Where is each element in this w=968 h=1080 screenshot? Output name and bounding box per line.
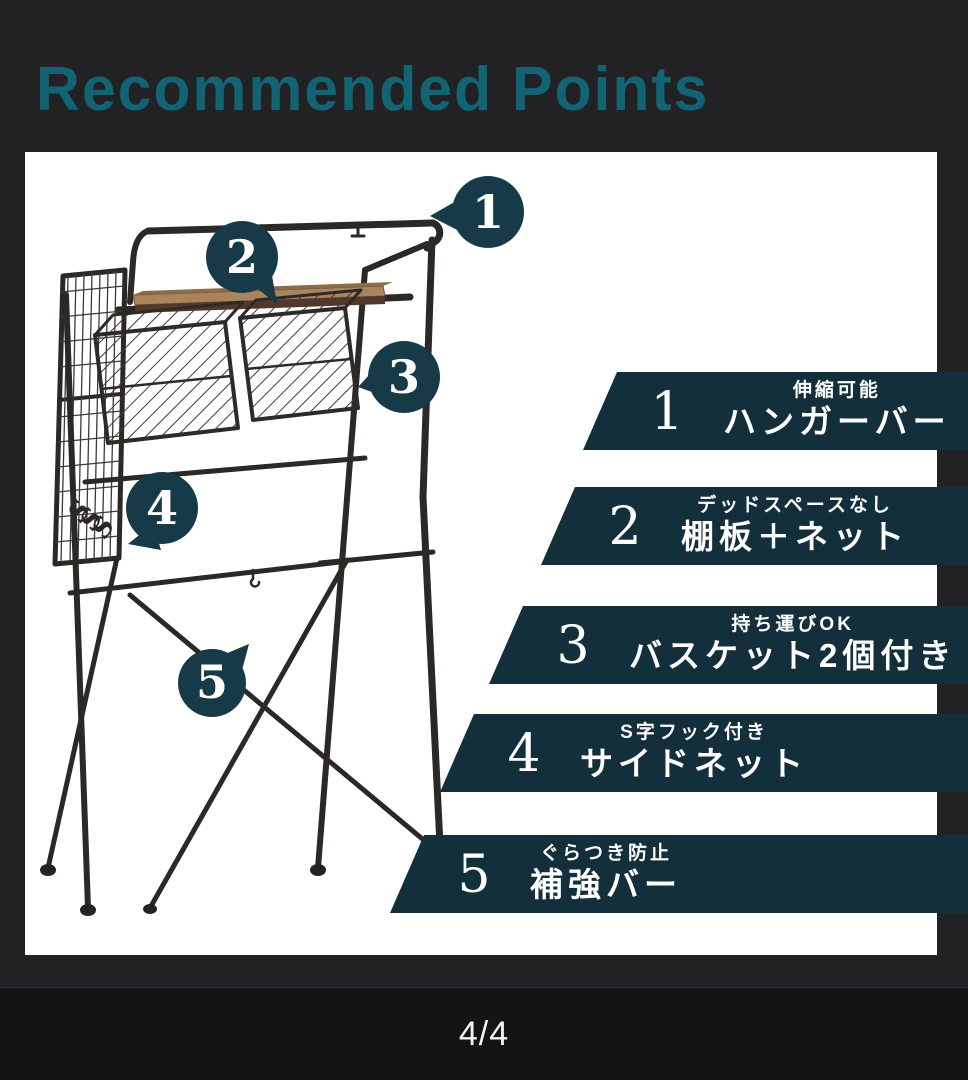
wire-basket-1 xyxy=(93,300,245,445)
callout-bubble-3: 3 xyxy=(358,341,440,413)
feature-banner-2: 2 デッドスペースなし 棚板＋ネット xyxy=(541,487,968,565)
feature-label: サイドネット xyxy=(580,745,808,783)
hanger-bar xyxy=(127,219,444,305)
feature-number: 3 xyxy=(556,616,590,676)
feature-number: 1 xyxy=(650,382,684,442)
feature-tagline: デッドスペースなし xyxy=(697,495,893,517)
page-title: Recommended Points xyxy=(36,55,710,124)
feature-label: 棚板＋ネット xyxy=(681,518,909,556)
feature-banner-4: 4 S字フック付き サイドネット xyxy=(440,714,968,792)
pagination-text: 4/4 xyxy=(458,1014,510,1053)
svg-text:2: 2 xyxy=(226,230,258,284)
svg-text:5: 5 xyxy=(196,655,228,709)
callout-bubble-1: 1 xyxy=(430,176,524,248)
callout-bubbles: 1 2 3 4 5 xyxy=(126,176,524,717)
wire-basket-2 xyxy=(238,288,363,422)
frame-legs xyxy=(45,292,120,911)
feature-label: バスケット2個付き xyxy=(629,637,957,675)
feature-tagline: 伸縮可能 xyxy=(792,380,881,402)
callout-bubble-2: 2 xyxy=(206,221,278,304)
feature-number: 2 xyxy=(608,497,642,557)
svg-text:4: 4 xyxy=(146,481,178,535)
feature-banner-5: 5 ぐらつき防止 補強バー xyxy=(390,835,968,913)
svg-text:3: 3 xyxy=(388,350,420,404)
feature-banner-1: 1 伸縮可能 ハンガーバー xyxy=(583,372,968,450)
callout-bubble-5: 5 xyxy=(178,644,249,717)
feature-tagline: ぐらつき防止 xyxy=(539,843,672,865)
rack-illustration-svg: S S S 1 2 3 4 5 xyxy=(40,176,524,916)
feature-number: 4 xyxy=(507,724,541,784)
feature-label: ハンガーバー xyxy=(723,403,951,441)
callout-bubble-4: 4 xyxy=(126,472,198,550)
feature-tagline: S字フック付き xyxy=(620,722,768,744)
feature-number: 5 xyxy=(457,845,491,905)
pagination-bar: 4/4 xyxy=(0,987,968,1080)
feature-banner-3: 3 持ち運びOK バスケット2個付き xyxy=(489,606,968,684)
reinforcement-bars xyxy=(127,557,441,911)
svg-text:1: 1 xyxy=(472,185,504,239)
feature-tagline: 持ち運びOK xyxy=(731,614,854,636)
wire-baskets xyxy=(93,288,363,445)
feature-label: 補強バー xyxy=(530,866,682,904)
